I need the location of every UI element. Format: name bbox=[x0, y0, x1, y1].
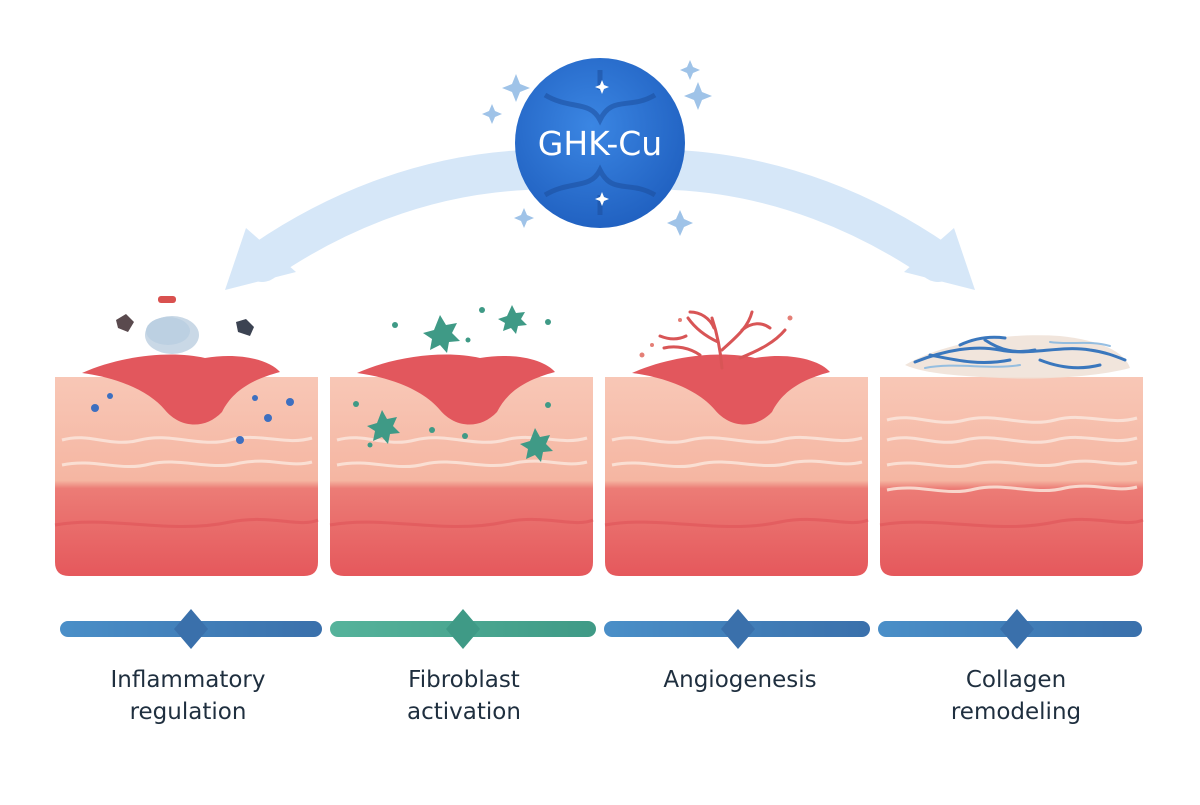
label-line: Collagen bbox=[965, 667, 1067, 693]
panel-collagen bbox=[879, 335, 1144, 576]
bar-fibroblast bbox=[330, 609, 596, 649]
label-collagen: Collagen remodeling bbox=[896, 664, 1136, 728]
left-arrow bbox=[225, 150, 545, 290]
right-arrow bbox=[655, 150, 975, 290]
label-fibroblast: Fibroblast activation bbox=[344, 664, 584, 728]
ghk-cu-badge: GHK-Cu bbox=[515, 58, 685, 228]
label-angiogenesis: Angiogenesis bbox=[620, 664, 860, 696]
label-line: Fibroblast bbox=[408, 667, 520, 693]
bar-collagen bbox=[878, 609, 1142, 649]
panel-fibroblast bbox=[329, 305, 594, 576]
bar-angiogenesis bbox=[604, 609, 870, 649]
label-line: regulation bbox=[129, 699, 247, 725]
bar-inflammatory bbox=[60, 609, 322, 649]
label-line: Angiogenesis bbox=[663, 667, 817, 693]
label-inflammatory: Inflammatory regulation bbox=[68, 664, 308, 728]
badge-label: GHK-Cu bbox=[538, 124, 662, 163]
label-line: Inflammatory bbox=[110, 667, 266, 693]
sparkle-icons bbox=[482, 60, 712, 236]
panel-angiogenesis bbox=[604, 310, 869, 576]
label-line: remodeling bbox=[950, 699, 1082, 725]
panel-inflammatory bbox=[54, 296, 319, 576]
label-line: activation bbox=[407, 699, 521, 725]
